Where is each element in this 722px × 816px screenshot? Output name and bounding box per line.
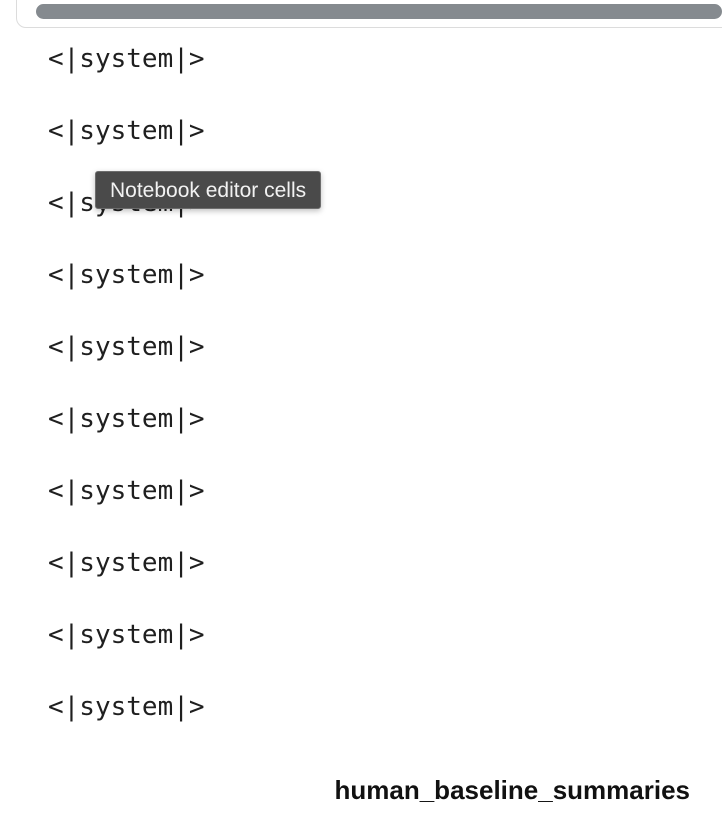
- output-line: <|system|>: [48, 260, 205, 290]
- notebook-title: human_baseline_summaries: [334, 775, 691, 805]
- output-lines: <|system|> <|system|> <|system|> <|syste…: [48, 40, 205, 760]
- output-line: <|system|>: [48, 116, 205, 146]
- output-line: <|system|>: [48, 548, 205, 578]
- output-line: <|system|>: [48, 476, 205, 506]
- output-line: <|system|>: [48, 44, 205, 74]
- output-line: <|system|>: [48, 404, 205, 434]
- tooltip: Notebook editor cells: [95, 171, 322, 209]
- output-line: <|system|>: [48, 620, 205, 650]
- output-line: <|system|>: [48, 692, 205, 722]
- output-line: <|system|>: [48, 332, 205, 362]
- horizontal-scrollbar[interactable]: [36, 4, 722, 19]
- scrollbar-thumb[interactable]: [36, 4, 722, 19]
